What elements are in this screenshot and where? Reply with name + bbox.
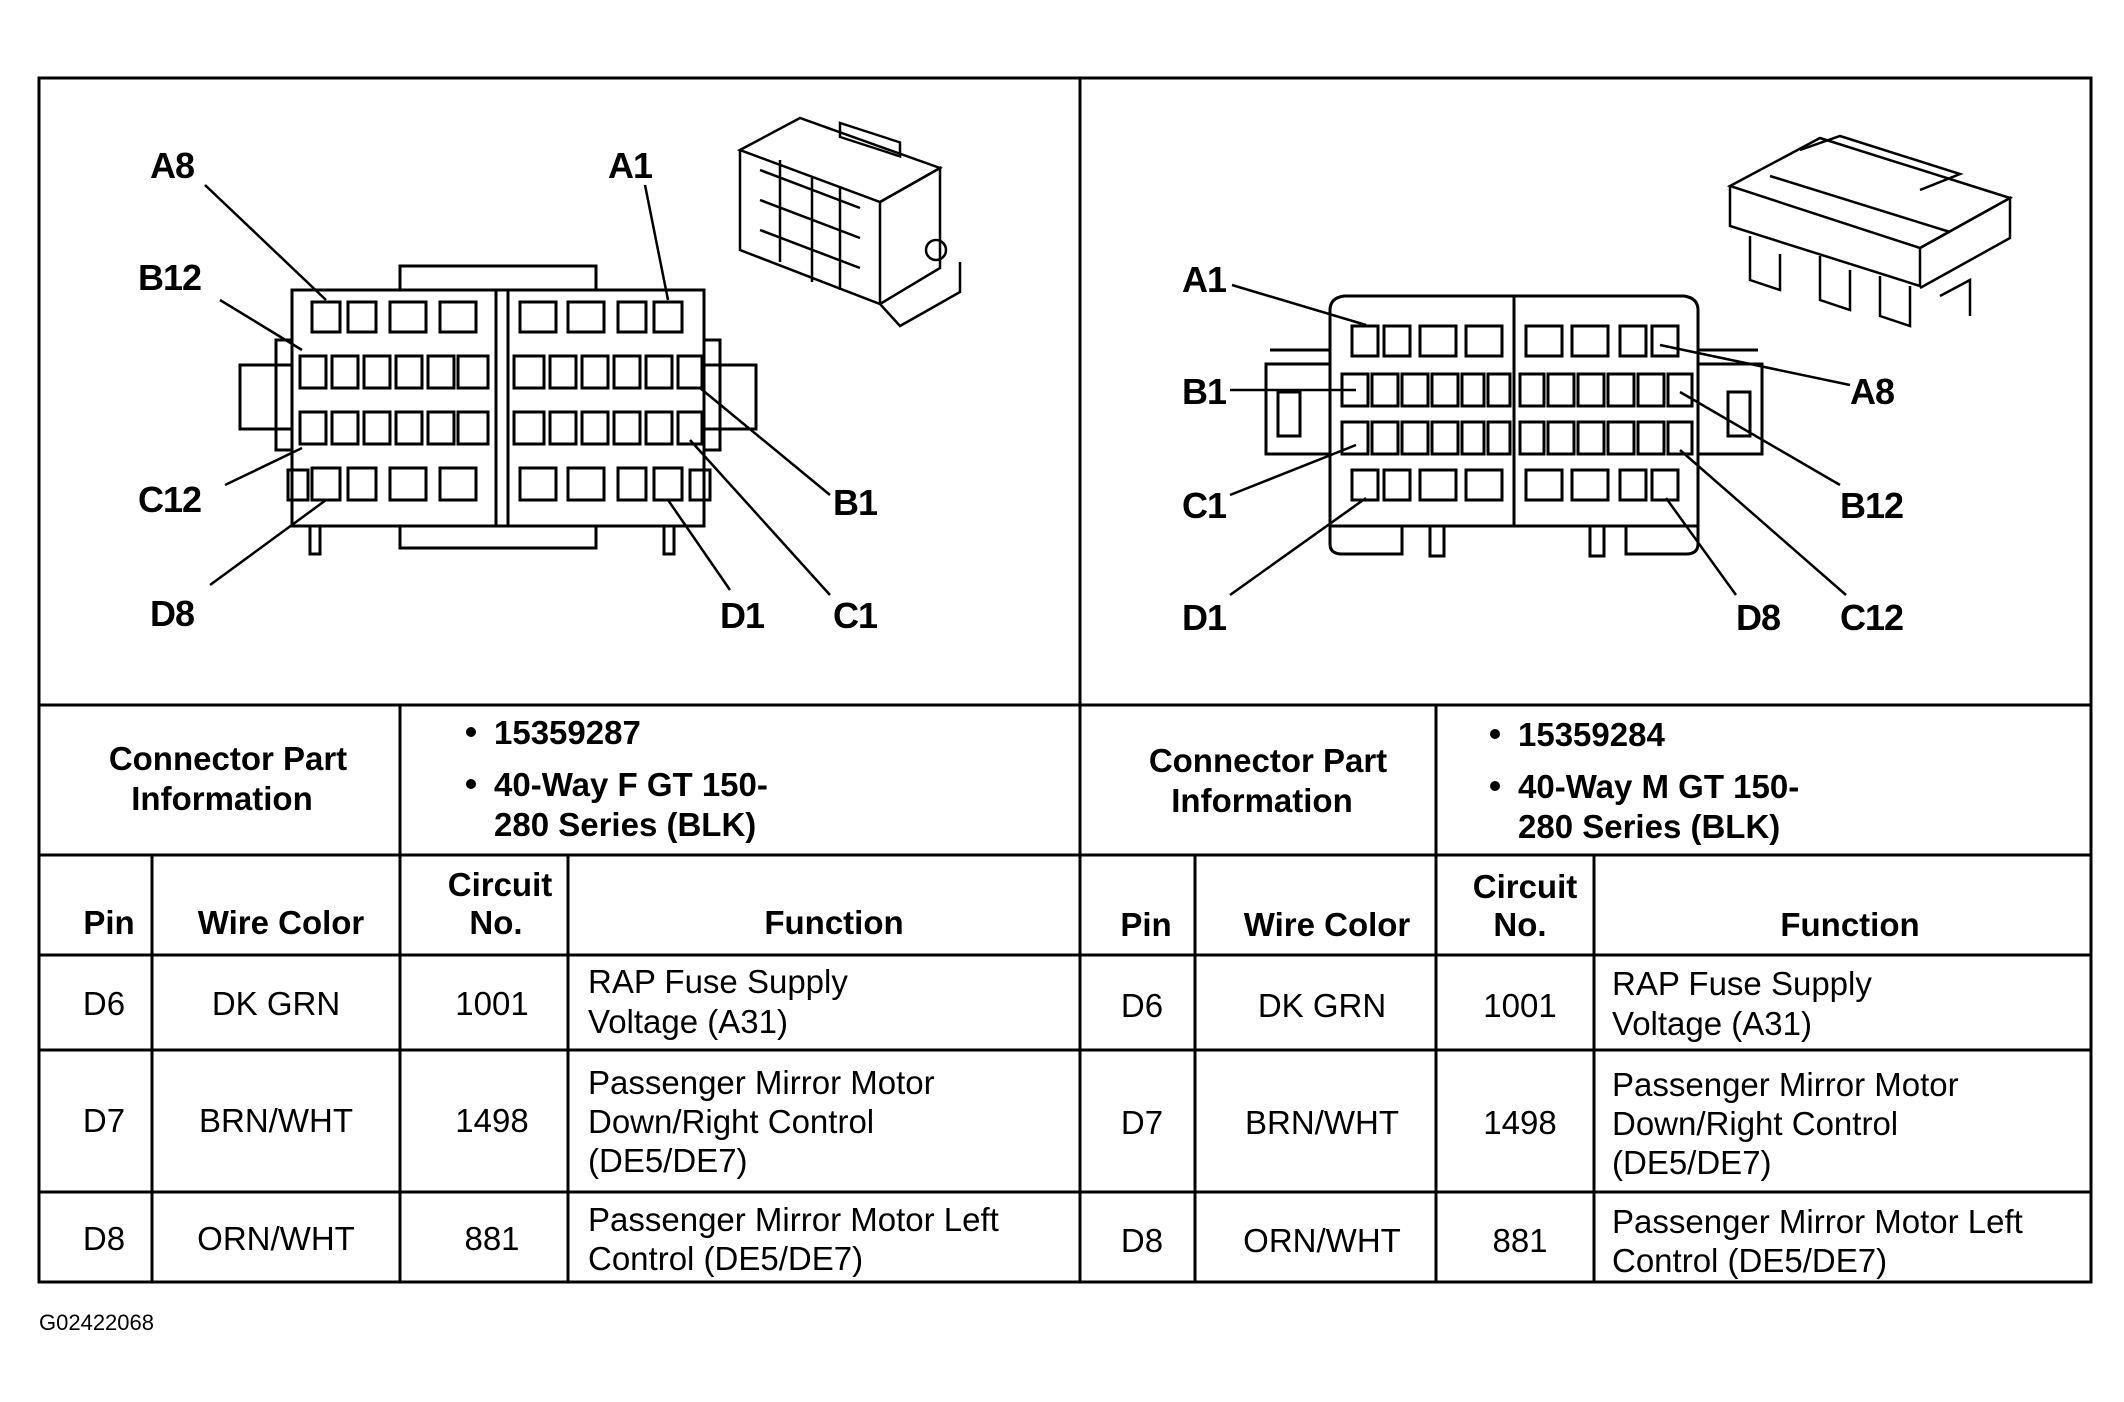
left-table-rows: D6 DK GRN 1001 RAP Fuse Supply Voltage (…: [83, 963, 999, 1277]
right-leader-lines: [1229, 283, 1851, 597]
left-row-1-circuit: 1001: [455, 985, 528, 1022]
left-connector-cavities: [298, 300, 704, 502]
right-row-2-function-1: Passenger Mirror Motor: [1612, 1066, 1959, 1103]
left-row-1-function-1: RAP Fuse Supply: [588, 963, 848, 1000]
right-row-3-function-2: Control (DE5/DE7): [1612, 1242, 1887, 1279]
right-label-b-last: B12: [1840, 485, 1903, 526]
left-row-3-pin: D8: [83, 1220, 125, 1257]
right-part-number: 15359284: [1518, 716, 1665, 753]
right-row-3-circuit: 881: [1492, 1222, 1547, 1259]
left-part-info: Connector Part Information 15359287 40-W…: [109, 714, 768, 843]
right-description-line2: 280 Series (BLK): [1518, 808, 1780, 845]
left-row-2-circuit: 1498: [455, 1102, 528, 1139]
right-row-2-circuit: 1498: [1483, 1104, 1556, 1141]
left-label-b-last: B1: [833, 482, 878, 523]
left-part-info-label-line1: Connector Part: [109, 740, 347, 777]
right-bullet-2: [1490, 781, 1500, 791]
left-label-a-last: A1: [608, 145, 653, 186]
left-bullet-2: [466, 779, 476, 789]
right-header-function: Function: [1780, 906, 1919, 943]
left-row-2-wire: BRN/WHT: [199, 1102, 353, 1139]
right-label-b-first: B1: [1182, 371, 1227, 412]
left-header-circuit-line2: No.: [469, 904, 522, 941]
right-label-a-first: A1: [1182, 259, 1227, 300]
left-row-3-circuit: 881: [464, 1220, 519, 1257]
right-label-c-last: C12: [1840, 597, 1903, 638]
right-label-d-first: D1: [1182, 597, 1227, 638]
left-connector-face: [238, 264, 758, 556]
right-row-2-wire: BRN/WHT: [1245, 1104, 1399, 1141]
right-pin-labels: A1 A8 B1 B12 C1 C12 D1 D8: [1182, 259, 1904, 638]
left-description-line1: 40-Way F GT 150-: [494, 766, 768, 803]
right-header-pin: Pin: [1120, 906, 1171, 943]
right-row-3-wire: ORN/WHT: [1243, 1222, 1401, 1259]
right-description-line1: 40-Way M GT 150-: [1518, 768, 1799, 805]
left-row-3-function-1: Passenger Mirror Motor Left: [588, 1201, 999, 1238]
left-row-2-pin: D7: [83, 1102, 125, 1139]
left-row-1-function-2: Voltage (A31): [588, 1003, 788, 1040]
right-row-2-pin: D7: [1121, 1104, 1163, 1141]
right-label-c-first: C1: [1182, 485, 1227, 526]
left-header-function: Function: [764, 904, 903, 941]
right-header-circuit-line2: No.: [1493, 906, 1546, 943]
left-header-circuit-line1: Circuit: [448, 866, 553, 903]
left-row-3-function-2: Control (DE5/DE7): [588, 1240, 863, 1277]
left-table-headers: Pin Wire Color Circuit No. Function: [83, 866, 903, 941]
left-row-2-function-2: Down/Right Control: [588, 1103, 874, 1140]
right-header-circuit-line1: Circuit: [1473, 868, 1578, 905]
right-row-3-function-1: Passenger Mirror Motor Left: [1612, 1203, 2023, 1240]
right-header-wire-color: Wire Color: [1244, 906, 1411, 943]
left-row-1-pin: D6: [83, 985, 125, 1022]
left-label-c-last: C1: [833, 595, 878, 636]
left-label-c-first: C12: [138, 479, 201, 520]
right-row-1-pin: D6: [1121, 987, 1163, 1024]
right-row-1-wire: DK GRN: [1258, 987, 1386, 1024]
left-label-d-first: D8: [150, 593, 194, 634]
left-label-b-first: B12: [138, 257, 201, 298]
right-connector-iso-sketch: [1726, 134, 2014, 328]
left-row-1-wire: DK GRN: [212, 985, 340, 1022]
left-bullet-1: [466, 727, 476, 737]
right-row-1-function-2: Voltage (A31): [1612, 1005, 1812, 1042]
left-label-d-last: D1: [720, 595, 765, 636]
left-header-wire-color: Wire Color: [198, 904, 365, 941]
right-part-info-label-line2: Information: [1171, 782, 1352, 819]
right-table-rows: D6 DK GRN 1001 RAP Fuse Supply Voltage (…: [1121, 965, 2023, 1279]
left-pin-labels: A8 A1 B12 B1 C12 C1 D8 D1: [138, 145, 879, 636]
right-part-info: Connector Part Information 15359284 40-W…: [1149, 716, 1799, 845]
left-description-line2: 280 Series (BLK): [494, 806, 756, 843]
left-part-number: 15359287: [494, 714, 641, 751]
left-connector-iso-sketch: [736, 116, 962, 328]
figure-id: G02422068: [39, 1310, 154, 1335]
left-part-info-label-line2: Information: [131, 780, 312, 817]
right-row-2-function-2: Down/Right Control: [1612, 1105, 1898, 1142]
left-header-pin: Pin: [83, 904, 134, 941]
left-label-a-first: A8: [150, 145, 194, 186]
right-part-info-label-line1: Connector Part: [1149, 742, 1387, 779]
right-bullet-1: [1490, 729, 1500, 739]
left-row-2-function-1: Passenger Mirror Motor: [588, 1064, 935, 1101]
frame: [37, 76, 2093, 1284]
right-row-1-circuit: 1001: [1483, 987, 1556, 1024]
right-row-1-function-1: RAP Fuse Supply: [1612, 965, 1872, 1002]
right-label-a-last: A8: [1850, 371, 1894, 412]
right-row-3-pin: D8: [1121, 1222, 1163, 1259]
right-connector-cavities: [1340, 324, 1694, 502]
right-connector-face: [1264, 294, 1764, 558]
right-table-headers: Pin Wire Color Circuit No. Function: [1120, 868, 1919, 943]
right-row-2-function-3: (DE5/DE7): [1612, 1144, 1772, 1181]
left-leader-lines: [204, 184, 831, 596]
right-label-d-last: D8: [1736, 597, 1780, 638]
left-row-3-wire: ORN/WHT: [197, 1220, 355, 1257]
left-row-2-function-3: (DE5/DE7): [588, 1142, 748, 1179]
